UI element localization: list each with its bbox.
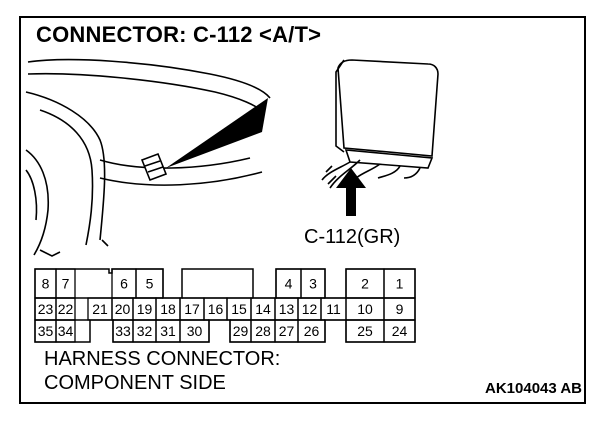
pin-number: 3 xyxy=(309,276,317,292)
pin-number: 2 xyxy=(361,276,369,292)
pin-cell xyxy=(55,319,76,343)
pin-number: 10 xyxy=(357,301,373,317)
pin-number: 31 xyxy=(160,323,176,339)
figure-id: AK104043 AB xyxy=(485,380,582,397)
pointer-arrow xyxy=(336,168,366,216)
caption-line-1: HARNESS CONNECTOR: xyxy=(44,348,281,370)
module-illustration xyxy=(321,59,439,189)
pin-number: 26 xyxy=(304,323,320,339)
dash-connector xyxy=(140,152,168,182)
pin-number: 23 xyxy=(38,301,54,317)
pin-number: 22 xyxy=(58,301,74,317)
pin-number: 18 xyxy=(160,301,176,317)
outer-border xyxy=(19,16,586,404)
pin-number: 11 xyxy=(326,301,341,317)
pin-number: 13 xyxy=(279,301,295,317)
pin-number: 6 xyxy=(120,276,128,292)
pin-number: 34 xyxy=(58,323,74,339)
pin-number: 16 xyxy=(208,301,224,317)
pin-number: 4 xyxy=(285,276,293,292)
pin-number: 30 xyxy=(187,323,203,339)
pin-number: 7 xyxy=(62,276,70,292)
pin-number: 9 xyxy=(396,301,404,317)
page-title: CONNECTOR: C-112 <A/T> xyxy=(36,22,322,47)
pin-number: 33 xyxy=(115,323,131,339)
pin-number: 12 xyxy=(302,301,318,317)
pin-number: 28 xyxy=(255,323,271,339)
pin-number: 5 xyxy=(146,276,154,292)
pin-number: 8 xyxy=(42,276,50,292)
pin-number: 29 xyxy=(233,323,249,339)
pin-cell xyxy=(179,319,210,343)
pin-number: 20 xyxy=(115,301,131,317)
pin-number: 14 xyxy=(255,301,271,317)
pin-number: 15 xyxy=(231,301,247,317)
pin-number: 35 xyxy=(38,323,54,339)
pin-cell xyxy=(297,319,326,343)
pin-number: 17 xyxy=(184,301,200,317)
callout-wedge xyxy=(166,98,268,168)
pin-number: 19 xyxy=(137,301,153,317)
pin-number: 32 xyxy=(137,323,153,339)
pin-number: 21 xyxy=(92,301,108,317)
pin-number: 27 xyxy=(279,323,295,339)
dashboard-illustration xyxy=(25,58,271,257)
caption-line-2: COMPONENT SIDE xyxy=(44,372,226,394)
pin-number: 25 xyxy=(357,323,373,339)
pin-cell xyxy=(383,319,416,343)
pin-number: 1 xyxy=(396,276,404,292)
pin-number: 24 xyxy=(392,323,408,339)
connector-label: C-112(GR) xyxy=(304,226,401,248)
